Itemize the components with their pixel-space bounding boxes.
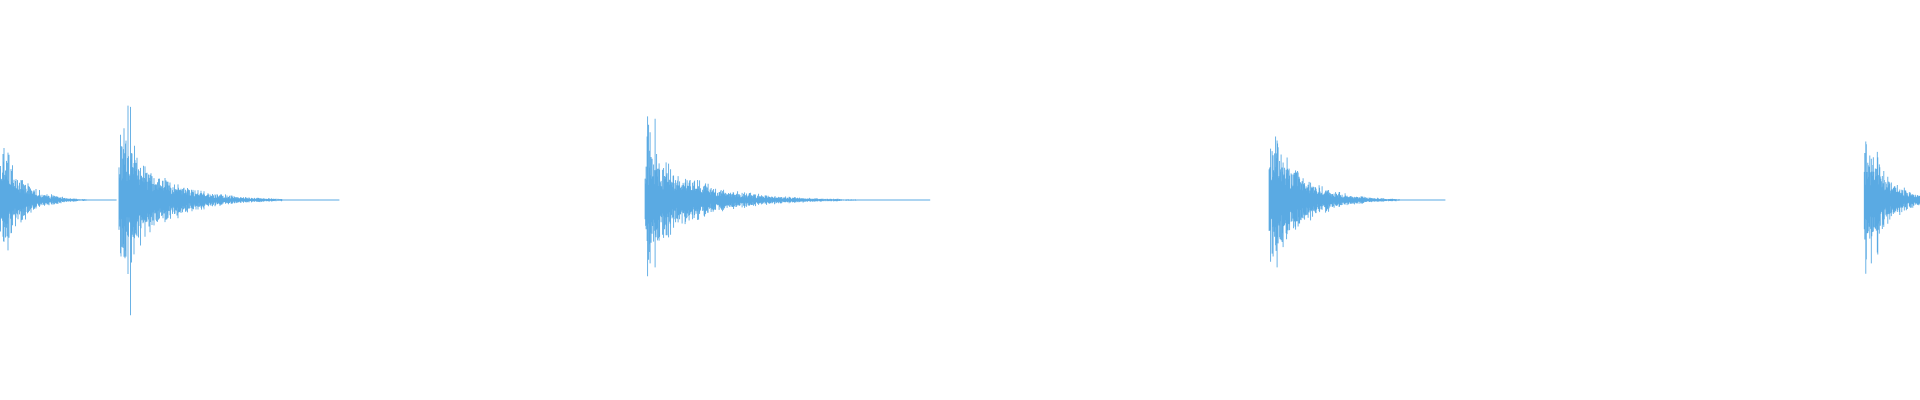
transient-1-wave [0, 148, 117, 251]
transient-4-wave [1268, 136, 1446, 268]
transient-1 [0, 148, 117, 251]
transient-5-wave [1863, 141, 1920, 274]
transient-3-wave [644, 116, 931, 277]
transient-3 [644, 116, 931, 277]
transient-2 [118, 105, 340, 316]
transient-5 [1863, 141, 1920, 274]
waveform-layer [0, 105, 1920, 316]
transient-4 [1268, 136, 1446, 268]
transient-2-wave [118, 105, 340, 316]
